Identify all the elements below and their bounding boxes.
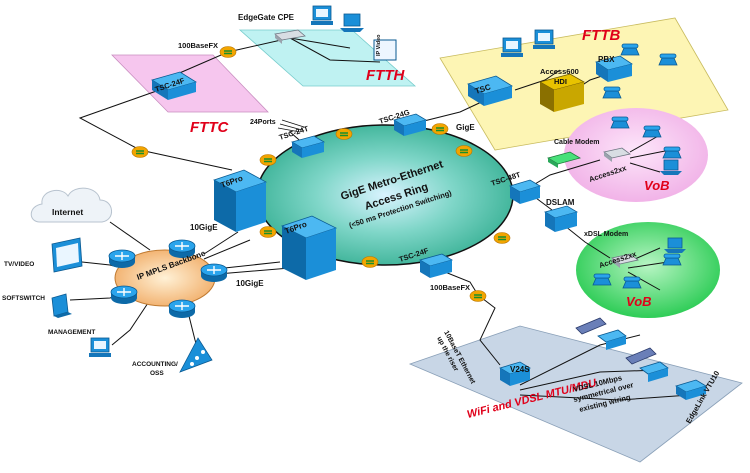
- tv-video-label: TV/VIDEO: [4, 261, 34, 268]
- fttb-phone-3: [602, 86, 622, 99]
- vob-top-label: VoB: [644, 178, 670, 193]
- gige-label: GigE: [456, 123, 475, 132]
- pbx-label: PBX: [598, 55, 615, 64]
- link-icon: [219, 45, 237, 59]
- link-icon: [431, 122, 449, 136]
- v24s-label: V24S: [510, 365, 530, 374]
- link-icon: [493, 231, 511, 245]
- tsc24g-switch: [392, 113, 428, 136]
- vob-top-zone: [564, 108, 708, 202]
- vob-top-phone-3: [662, 146, 682, 159]
- tengige-a-label: 10GigE: [190, 223, 218, 232]
- fttc-label: FTTC: [190, 119, 229, 136]
- ftth-pc: [310, 5, 334, 26]
- tsc24f-ring-switch: [418, 253, 454, 278]
- xdsl-modem-label: xDSL Modem: [584, 231, 628, 238]
- edgelink-vtu10: [675, 379, 707, 400]
- router-icon: [200, 263, 228, 283]
- access600-label: Access600: [540, 67, 579, 76]
- link-icon: [455, 144, 473, 158]
- dslam-label: DSLAM: [546, 198, 575, 207]
- tsc-fttb-switch: [467, 75, 513, 106]
- ip-video-label: IP Video: [376, 34, 382, 56]
- link-icon: [131, 145, 149, 159]
- ip-video-device: [373, 39, 397, 61]
- tsc24f-fttc-switch: [151, 71, 197, 100]
- fttb-pc-2: [532, 29, 556, 50]
- oss-label: OSS: [150, 370, 164, 377]
- ftth-zone: [238, 29, 417, 87]
- router-icon: [168, 299, 196, 319]
- link-icon: [361, 255, 379, 269]
- vob-top-phone-2: [642, 125, 662, 138]
- fttb-label: FTTB: [582, 27, 620, 44]
- wifi-ap-1: [575, 317, 627, 350]
- internet-cloud: [30, 187, 112, 223]
- vob-bottom-phone-3: [662, 253, 682, 266]
- xdsl-modem: [611, 253, 639, 268]
- vob-bottom-zone: [576, 222, 720, 318]
- edgegate-label: EdgeGate CPE: [238, 13, 295, 22]
- link-icon: [469, 289, 487, 303]
- accounting-label: ACCOUNTING/: [132, 361, 178, 368]
- link-icon: [259, 225, 277, 239]
- accounting-oss-device: [179, 337, 213, 373]
- management-pc: [88, 337, 112, 358]
- link-icon: [335, 127, 353, 141]
- vob-bottom-phone-2: [622, 276, 642, 289]
- hdi-label: HDI: [554, 77, 567, 86]
- management-label: MANAGEMENT: [48, 329, 95, 336]
- t6pro-right-chassis: [280, 215, 338, 280]
- access600-hdi: [538, 73, 586, 112]
- softswitch-label: SOFTSWITCH: [2, 295, 45, 302]
- pbx: [595, 55, 633, 82]
- link-icon: [259, 153, 277, 167]
- cable-modem-label: Cable Modem: [554, 139, 600, 146]
- ftth-laptop: [340, 13, 364, 32]
- fttb-phone-2: [658, 53, 678, 66]
- t6pro-left-chassis: [213, 169, 267, 232]
- fttb-phone-1: [620, 43, 640, 56]
- ports24-label: 24Ports: [250, 119, 276, 126]
- tsc48t-switch: [509, 179, 541, 204]
- edgegate-cpe: [274, 29, 306, 44]
- v24s-switch: [499, 361, 531, 386]
- vob-bottom-label: VoB: [626, 294, 652, 309]
- router-icon: [110, 285, 138, 305]
- tv-video-device: [51, 237, 83, 273]
- vob-bottom-laptop: [664, 237, 686, 253]
- vob-top-laptop: [660, 159, 682, 175]
- wifi-ap-2: [625, 347, 669, 382]
- vob-bottom-phone-1: [592, 273, 612, 286]
- fttb-pc-1: [500, 37, 524, 58]
- ftth-label: FTTH: [366, 67, 405, 84]
- vob-top-phone-1: [610, 116, 630, 129]
- dslam: [543, 205, 579, 232]
- tengige-b-label: 10GigE: [236, 279, 264, 288]
- tsc24t-switch: [277, 119, 326, 158]
- router-icon: [108, 249, 136, 269]
- access2xx-top: [603, 147, 631, 162]
- basefx-top-label: 100BaseFX: [178, 41, 218, 50]
- internet-label: Internet: [52, 207, 83, 217]
- basefx-bottom-label: 100BaseFX: [430, 283, 470, 292]
- mdu-zone: [408, 325, 743, 463]
- cable-modem: [546, 151, 582, 168]
- softswitch-device: [51, 293, 72, 318]
